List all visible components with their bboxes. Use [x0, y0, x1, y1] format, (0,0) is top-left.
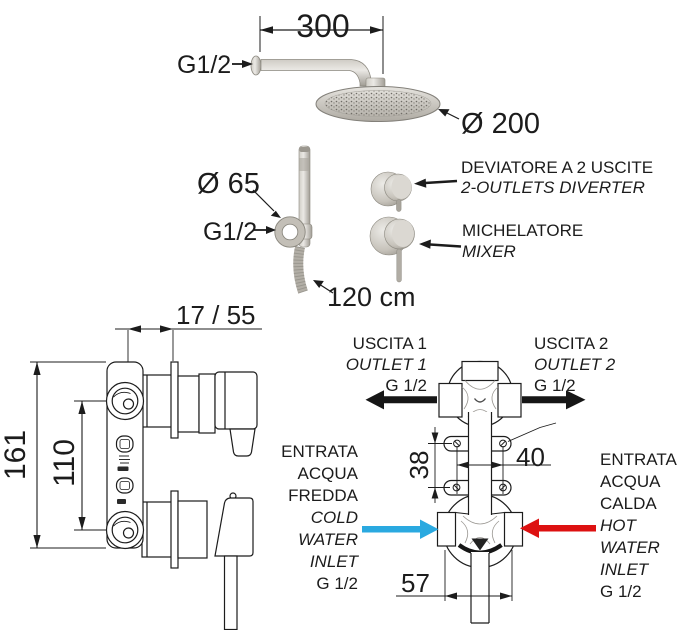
outlet1-arrow	[365, 390, 437, 410]
hand-shower-drawing	[274, 145, 313, 294]
screw-distance-dim: 40	[516, 442, 545, 472]
hot-water-arrow	[520, 518, 596, 538]
cold-inlet-label: ENTRATA ACQUA FREDDA COLD WATER INLET G …	[281, 441, 358, 595]
cold-water-arrow	[362, 519, 439, 539]
mixer-label-it: MICHELATORE	[462, 221, 584, 240]
body-width-dim: 57	[401, 568, 430, 598]
overhead-shower-drawing	[250, 55, 441, 122]
outlet2-en: OUTLET 2	[534, 355, 616, 374]
built-in-body-side-view	[30, 325, 262, 630]
outlet2-label: USCITA 2 OUTLET 2 G 1/2	[534, 333, 615, 396]
outlet1-label: USCITA 1 OUTLET 1 G 1/2	[346, 333, 427, 396]
outlet1-en: OUTLET 1	[345, 355, 427, 374]
cold-inlet-line: ENTRATA	[281, 442, 358, 461]
head-diameter-leader	[438, 109, 460, 120]
overhead-thread-arrow	[232, 60, 253, 68]
hot-inlet-thread: G 1/2	[600, 582, 642, 601]
wall-flange	[250, 55, 262, 76]
diverter-pointer-arrow	[414, 178, 458, 188]
diverter-knob-photo	[370, 171, 412, 212]
head-diameter-dim: Ø 200	[461, 108, 540, 140]
cold-inlet-line: COLD	[310, 508, 358, 527]
shower-arm	[260, 59, 372, 87]
hose-length-dim: 120 cm	[327, 282, 416, 312]
handshower-thread-arrow	[253, 226, 276, 234]
hot-inlet-line: ACQUA	[600, 472, 661, 491]
hot-inlet-label: ENTRATA ACQUA CALDA HOT WATER INLET G 1/…	[600, 449, 677, 603]
shower-head-nozzles	[324, 90, 432, 117]
handshower-thread-label: G1/2	[203, 218, 258, 246]
outlet1-thread: G 1/2	[385, 376, 427, 395]
arm-length-dimension	[259, 16, 384, 74]
wall-holder-ring	[274, 216, 306, 248]
built-in-body-front-view	[362, 360, 596, 624]
hot-inlet-line: CALDA	[600, 494, 657, 513]
diverter-label-it: DEVIATORE A 2 USCITE	[461, 158, 654, 177]
interaxis-dim: 110	[48, 439, 81, 487]
holder-diameter-dim: Ø 65	[197, 168, 260, 200]
mixer-pointer-arrow	[419, 239, 462, 249]
hot-inlet-line: HOT	[600, 516, 636, 535]
arm-length-dim: 300	[296, 8, 350, 44]
hot-inlet-line: ENTRATA	[600, 450, 677, 469]
outlet1-it: USCITA 1	[352, 334, 427, 353]
cold-inlet-line: WATER	[298, 530, 358, 549]
cold-inlet-line: INLET	[309, 552, 358, 571]
holder-diameter-leader	[252, 189, 281, 218]
cold-inlet-line: FREDDA	[288, 486, 358, 505]
hose-length-leader	[313, 280, 334, 294]
cold-inlet-line: ACQUA	[297, 464, 358, 483]
outlet2-it: USCITA 2	[534, 334, 609, 353]
cold-inlet-thread: G 1/2	[316, 574, 358, 593]
hot-inlet-line: WATER	[600, 538, 660, 557]
overhead-thread-label: G1/2	[177, 51, 232, 79]
hot-inlet-line: INLET	[600, 560, 649, 579]
diverter-label-en: 2-OUTLETS DIVERTER	[461, 178, 645, 197]
outlet2-thread: G 1/2	[534, 376, 576, 395]
bracket-distance-dim: 38	[404, 450, 434, 480]
mixer-knob-photo	[369, 216, 415, 283]
depth-dim: 17 / 55	[176, 300, 256, 330]
height-dim: 161	[0, 429, 32, 481]
mixer-label-en: MIXER	[462, 242, 516, 261]
outlet2-arrow	[522, 390, 586, 410]
